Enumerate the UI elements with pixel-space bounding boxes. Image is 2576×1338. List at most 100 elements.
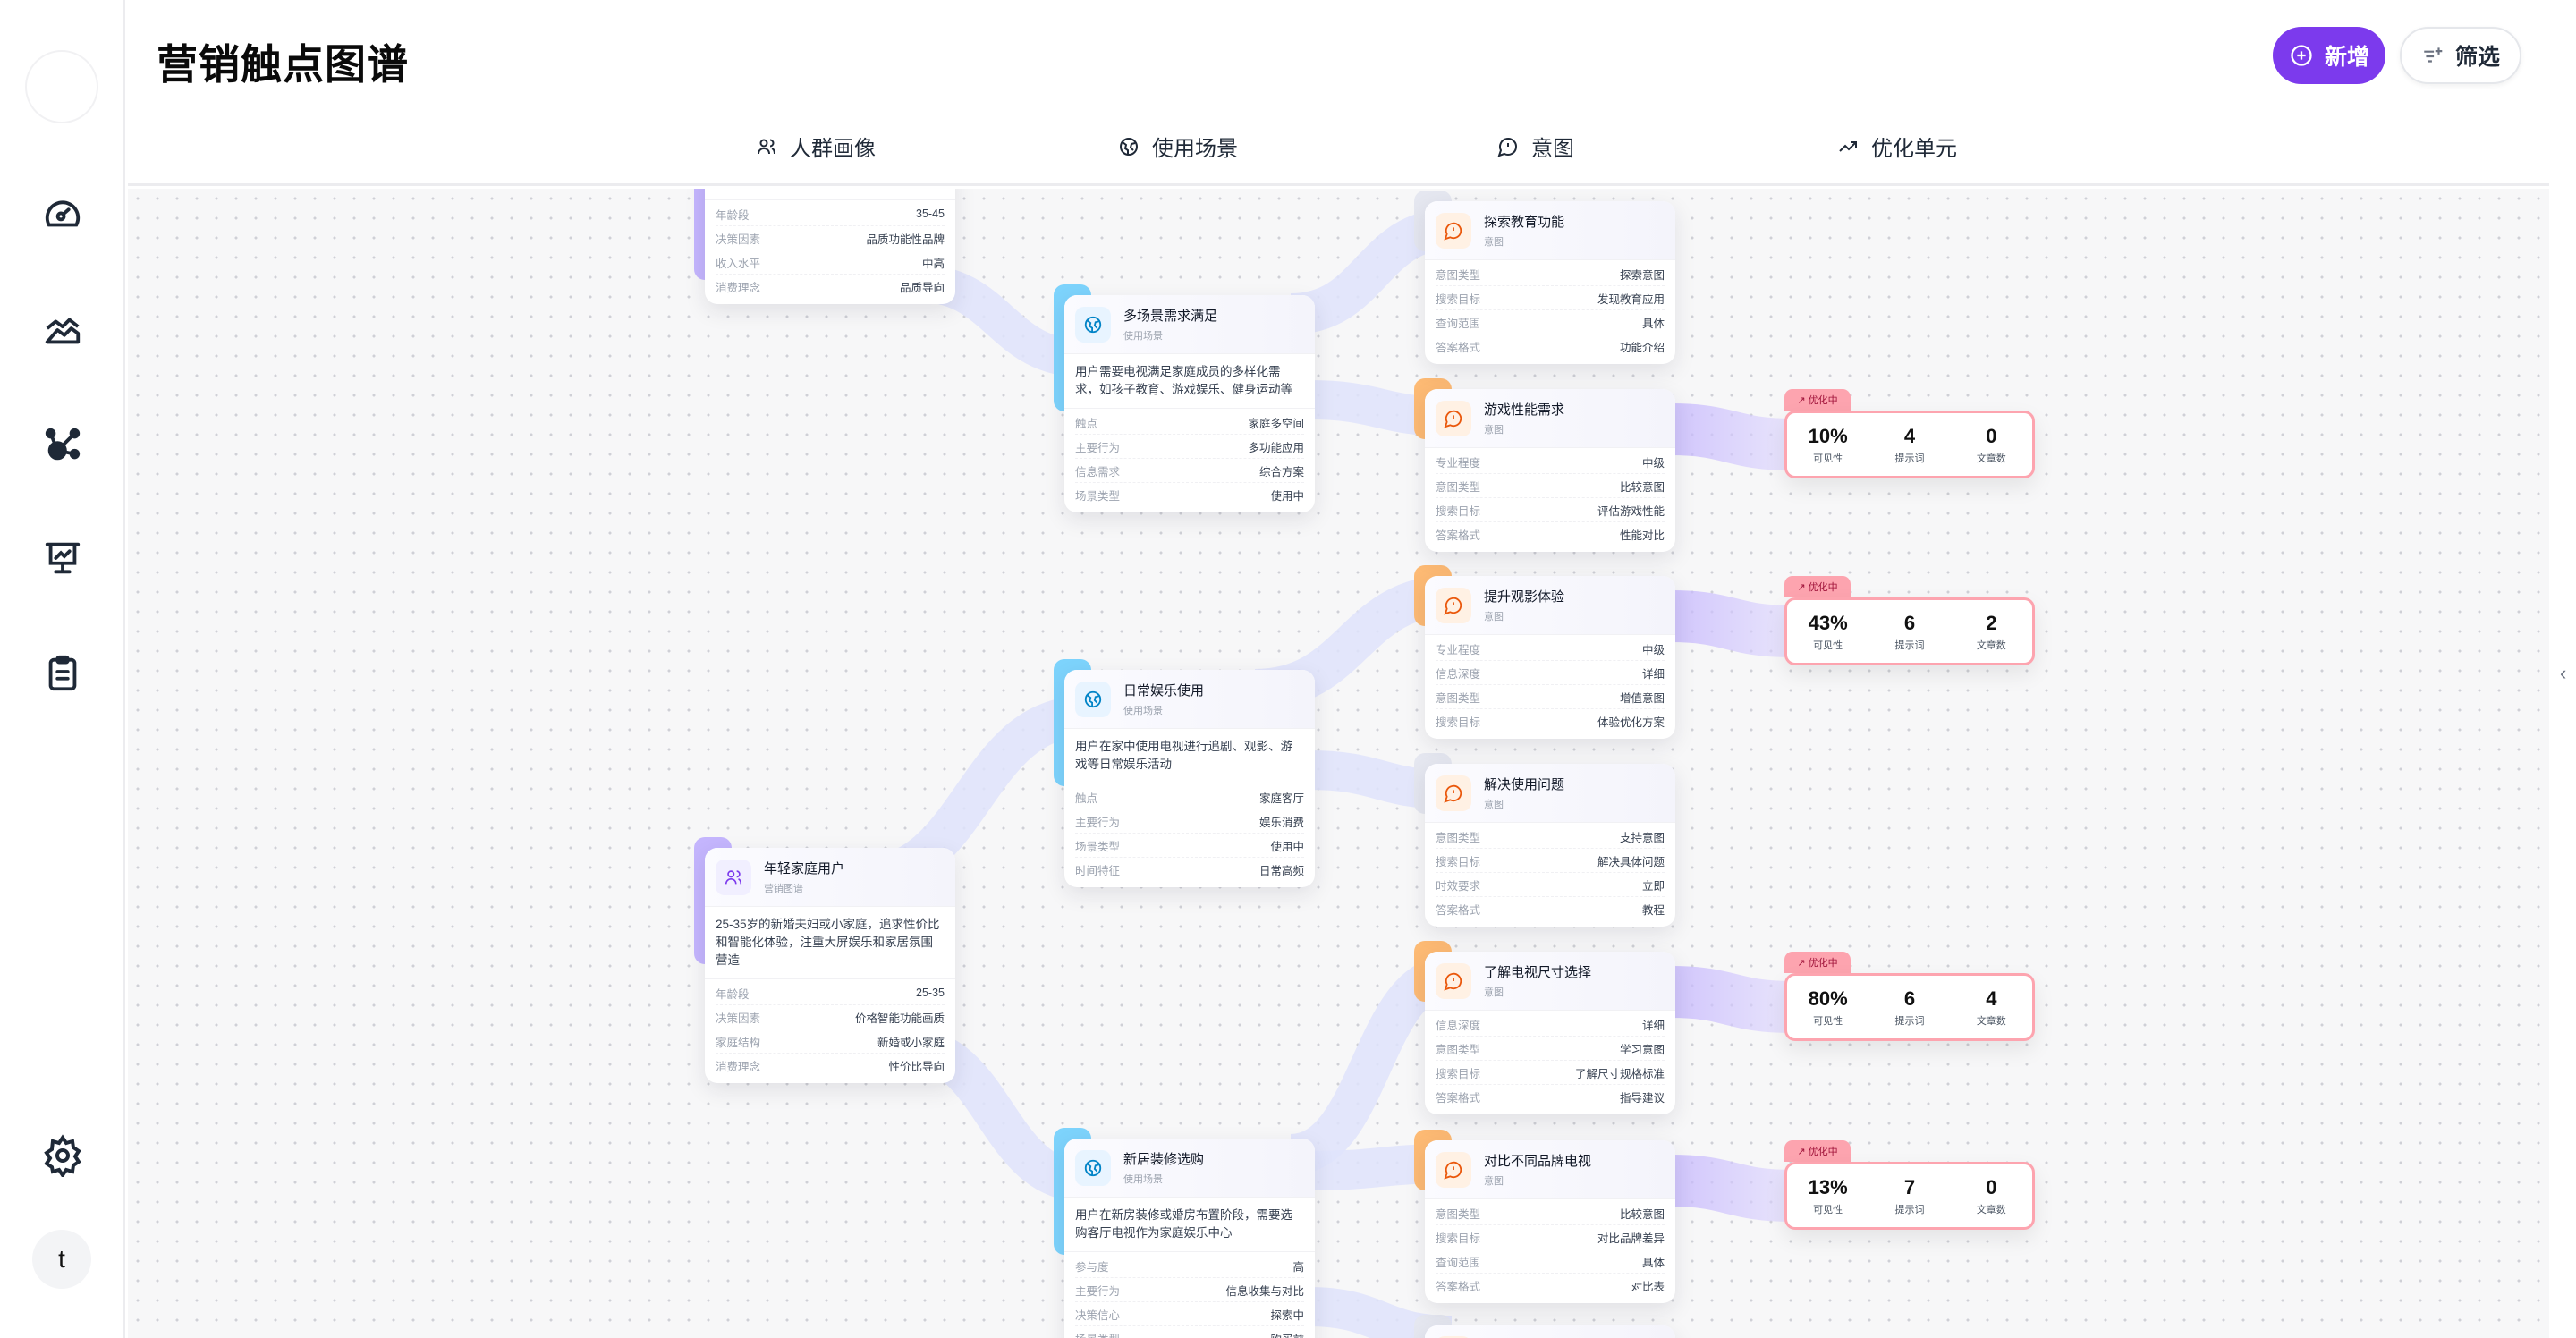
attribute-row: 专业程度中级 (1436, 637, 1665, 661)
card-title: 提升观影体验 (1484, 589, 1565, 605)
intent-card[interactable]: 探索教育功能意图意图类型探索意图搜索目标发现教育应用查询范围具体答案格式功能介绍 (1425, 201, 1675, 364)
add-button-label: 新增 (2324, 45, 2369, 70)
message-alert-icon (1436, 1336, 1471, 1338)
attribute-value: 了解尺寸规格标准 (1574, 1067, 1665, 1080)
attribute-label: 搜索目标 (1436, 716, 1481, 729)
dashboard-gauge-icon[interactable] (39, 191, 86, 238)
scene-card[interactable]: 多场景需求满足使用场景用户需要电视满足家庭成员的多样化需求，如孩子教育、游戏娱乐… (1064, 295, 1315, 512)
add-button[interactable]: 新增 (2273, 27, 2385, 84)
attribute-label: 查询范围 (1436, 1256, 1481, 1269)
attribute-row: 信息深度详细 (1436, 1012, 1665, 1037)
attribute-label: 场景类型 (1075, 490, 1121, 503)
clipboard-icon[interactable] (39, 650, 86, 697)
attribute-value: 增值意图 (1619, 691, 1665, 705)
intent-card[interactable]: 解决使用问题意图意图类型支持意图搜索目标解决具体问题时效要求立即答案格式教程 (1425, 764, 1675, 927)
articles-value: 4 (1986, 987, 1997, 1010)
logo[interactable] (25, 50, 98, 123)
attribute-row: 专业程度中级 (1436, 450, 1665, 474)
users-icon (716, 859, 751, 895)
user-avatar[interactable]: t (32, 1230, 91, 1289)
attribute-label: 年龄段 (716, 987, 750, 1001)
card-title: 了解电视尺寸选择 (1484, 965, 1592, 980)
attribute-label: 意图类型 (1436, 691, 1481, 705)
trending-up-icon (1839, 140, 1857, 152)
intent-card[interactable]: 游戏性能需求意图专业程度中级意图类型比较意图搜索目标评估游戏性能答案格式性能对比 (1425, 389, 1675, 552)
attribute-label: 答案格式 (1436, 529, 1481, 542)
attribute-row: 答案格式指导建议 (1436, 1085, 1665, 1109)
attribute-label: 触点 (1075, 792, 1098, 805)
card-header: 探索教育功能意图 (1425, 201, 1675, 260)
graph-canvas[interactable]: 重视品质和家庭成员的多样化需求年龄段35-45决策因素品质功能性品牌收入水平中高… (128, 189, 2549, 1338)
attribute-row: 主要行为娱乐消费 (1075, 809, 1304, 834)
card-description: 用户需要电视满足家庭成员的多样化需求，如孩子教育、游戏娱乐、健身运动等 (1064, 354, 1315, 409)
band-intent-optimization (1670, 966, 1792, 1033)
prompts-label: 提示词 (1894, 453, 1925, 464)
card-title: 解决使用问题 (1484, 777, 1565, 792)
visibility-label: 可见性 (1813, 1204, 1843, 1215)
card-title: 新居装修选购 (1123, 1152, 1205, 1167)
attribute-row: 决策因素价格智能功能画质 (716, 1005, 945, 1029)
trending-up-icon: ↗ (1797, 1146, 1806, 1157)
intent-card[interactable]: 了解电视尺寸选择意图信息深度详细意图类型学习意图搜索目标了解尺寸规格标准答案格式… (1425, 952, 1675, 1114)
tab-label: 意图 (1531, 137, 1574, 161)
attribute-row: 搜索目标体验优化方案 (1436, 709, 1665, 733)
tab-intents[interactable]: 意图 (1497, 131, 1574, 162)
attribute-row: 场景类型购买前 (1075, 1326, 1304, 1338)
scene-card[interactable]: 日常娱乐使用使用场景用户在家中使用电视进行追剧、观影、游戏等日常娱乐活动触点家庭… (1064, 670, 1315, 887)
card-title: 年轻家庭用户 (764, 861, 845, 876)
graph-network-icon[interactable] (39, 422, 86, 469)
attribute-value: 立即 (1641, 879, 1665, 893)
intent-card[interactable]: 对比不同品牌电视意图意图类型比较意图搜索目标对比品牌差异查询范围具体答案格式对比… (1425, 1140, 1675, 1303)
users-icon (758, 139, 775, 154)
attribute-row: 搜索目标解决具体问题 (1436, 849, 1665, 873)
band-intent-optimization (1670, 1155, 1792, 1222)
articles-label: 文章数 (1976, 453, 2006, 464)
attribute-row: 家庭结构新婚或小家庭 (716, 1029, 945, 1054)
attribute-label: 时效要求 (1436, 879, 1481, 893)
attribute-value: 品质导向 (899, 282, 945, 294)
message-alert-icon (1436, 962, 1471, 999)
tab-personas[interactable]: 人群画像 (756, 131, 876, 162)
intent-card[interactable]: 提升观影体验意图专业程度中级信息深度详细意图类型增值意图搜索目标体验优化方案 (1425, 576, 1675, 739)
message-alert-icon (1436, 212, 1471, 249)
presentation-chart-icon[interactable] (39, 535, 86, 581)
card-header: 年轻家庭用户营销图谱 (705, 848, 955, 907)
prompts-label: 提示词 (1894, 1204, 1925, 1215)
attribute-row: 时间特征日常高频 (1075, 858, 1304, 882)
attribute-value: 解决具体问题 (1597, 855, 1665, 868)
attribute-label: 意图类型 (1436, 1207, 1481, 1221)
tab-optimization-units[interactable]: 优化单元 (1837, 131, 1957, 162)
filter-button[interactable]: 筛选 (2400, 27, 2521, 84)
attribute-row: 消费理念性价比导向 (716, 1054, 945, 1078)
attribute-value: 信息收集与对比 (1225, 1284, 1304, 1298)
attribute-row: 信息需求综合方案 (1075, 459, 1304, 483)
attribute-value: 新婚或小家庭 (877, 1036, 945, 1049)
card-type: 意图 (1484, 612, 1504, 622)
tab-label: 人群画像 (790, 137, 876, 161)
tab-scenes[interactable]: 使用场景 (1118, 131, 1238, 162)
trending-up-icon: ↗ (1797, 957, 1806, 969)
scene-card[interactable]: 新居装修选购使用场景用户在新房装修或婚房布置阶段，需要选购客厅电视作为家庭娱乐中… (1064, 1139, 1315, 1338)
attribute-label: 搜索目标 (1436, 1232, 1481, 1245)
intent-card[interactable]: 查询性价比推荐 (1425, 1325, 1675, 1338)
chevron-left-icon[interactable]: ‹ (2560, 662, 2567, 684)
attribute-row: 主要行为多功能应用 (1075, 435, 1304, 459)
globe-icon (1120, 137, 1138, 156)
area-chart-icon[interactable] (39, 307, 86, 353)
visibility-stat: 80%可见性 (1797, 987, 1860, 1028)
gear-icon[interactable] (39, 1132, 86, 1179)
attribute-value: 功能介绍 (1619, 342, 1665, 354)
attribute-label: 场景类型 (1075, 840, 1121, 853)
card-type: 意图 (1484, 1176, 1504, 1187)
persona-card[interactable]: 重视品质和家庭成员的多样化需求年龄段35-45决策因素品质功能性品牌收入水平中高… (705, 189, 955, 304)
